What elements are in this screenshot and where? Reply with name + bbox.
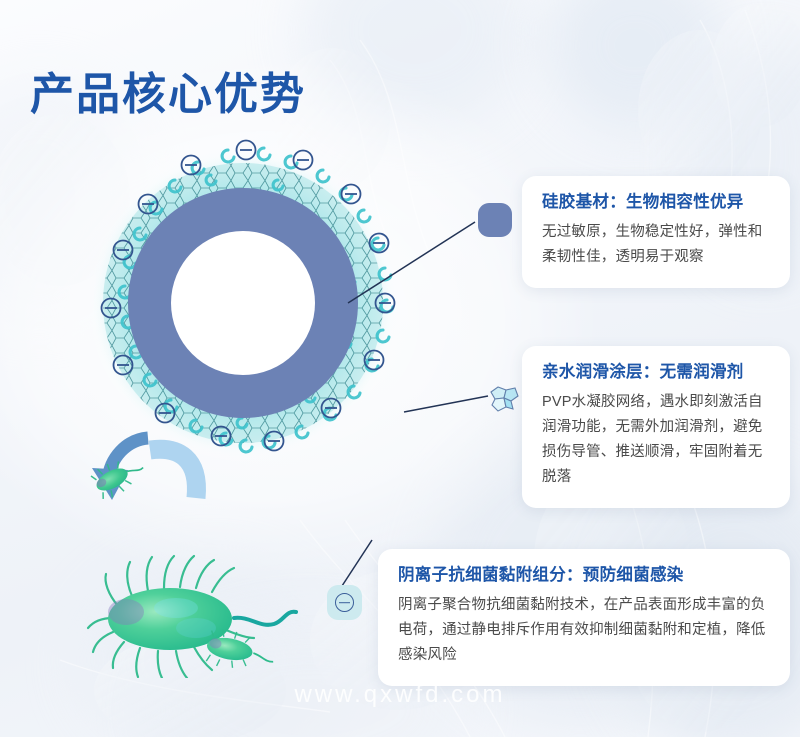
card-body: 阴离子聚合物抗细菌黏附技术，在产品表面形成丰富的负电荷，通过静电排斥作用有效抑制… — [398, 597, 766, 664]
bacteria-cluster-icon — [86, 554, 298, 678]
mesh-network-icon — [485, 380, 521, 416]
negative-charge-symbols — [100, 139, 396, 452]
card-anion: 阴离子抗细菌黏附组分：预防细菌感染 阴离子聚合物抗细菌黏附技术，在产品表面形成丰… — [378, 549, 790, 687]
minus-glyph — [335, 593, 354, 612]
page-title: 产品核心优势 — [30, 70, 306, 120]
rounded-square-icon — [478, 203, 512, 237]
card-body: 无过敏原，生物稳定性好，弹性和柔韧性佳，透明易于观察 — [542, 224, 763, 266]
lumen — [171, 231, 315, 375]
repulsion-arrow-icon — [92, 431, 206, 500]
bacteria-icon — [90, 461, 144, 499]
card-body: PVP水凝胶网络，遇水即刻激活自润滑功能，无需外加润滑剂，避免损伤导管、推送顺滑… — [542, 394, 763, 486]
card-silicone: 硅胶基材：生物相容性优异 无过敏原，生物稳定性好，弹性和柔韧性佳，透明易于观察 — [522, 176, 790, 289]
card-hydrogel: 亲水润滑涂层：无需润滑剂 PVP水凝胶网络，遇水即刻激活自润滑功能，无需外加润滑… — [522, 346, 790, 509]
card-title: 亲水润滑涂层：无需润滑剂 — [542, 363, 744, 381]
negative-charge-icon — [327, 585, 362, 620]
card-title: 阴离子抗细菌黏附组分：预防细菌感染 — [398, 566, 684, 584]
catheter-cross-section-diagram — [78, 128, 418, 538]
card-title: 硅胶基材：生物相容性优异 — [542, 193, 744, 211]
